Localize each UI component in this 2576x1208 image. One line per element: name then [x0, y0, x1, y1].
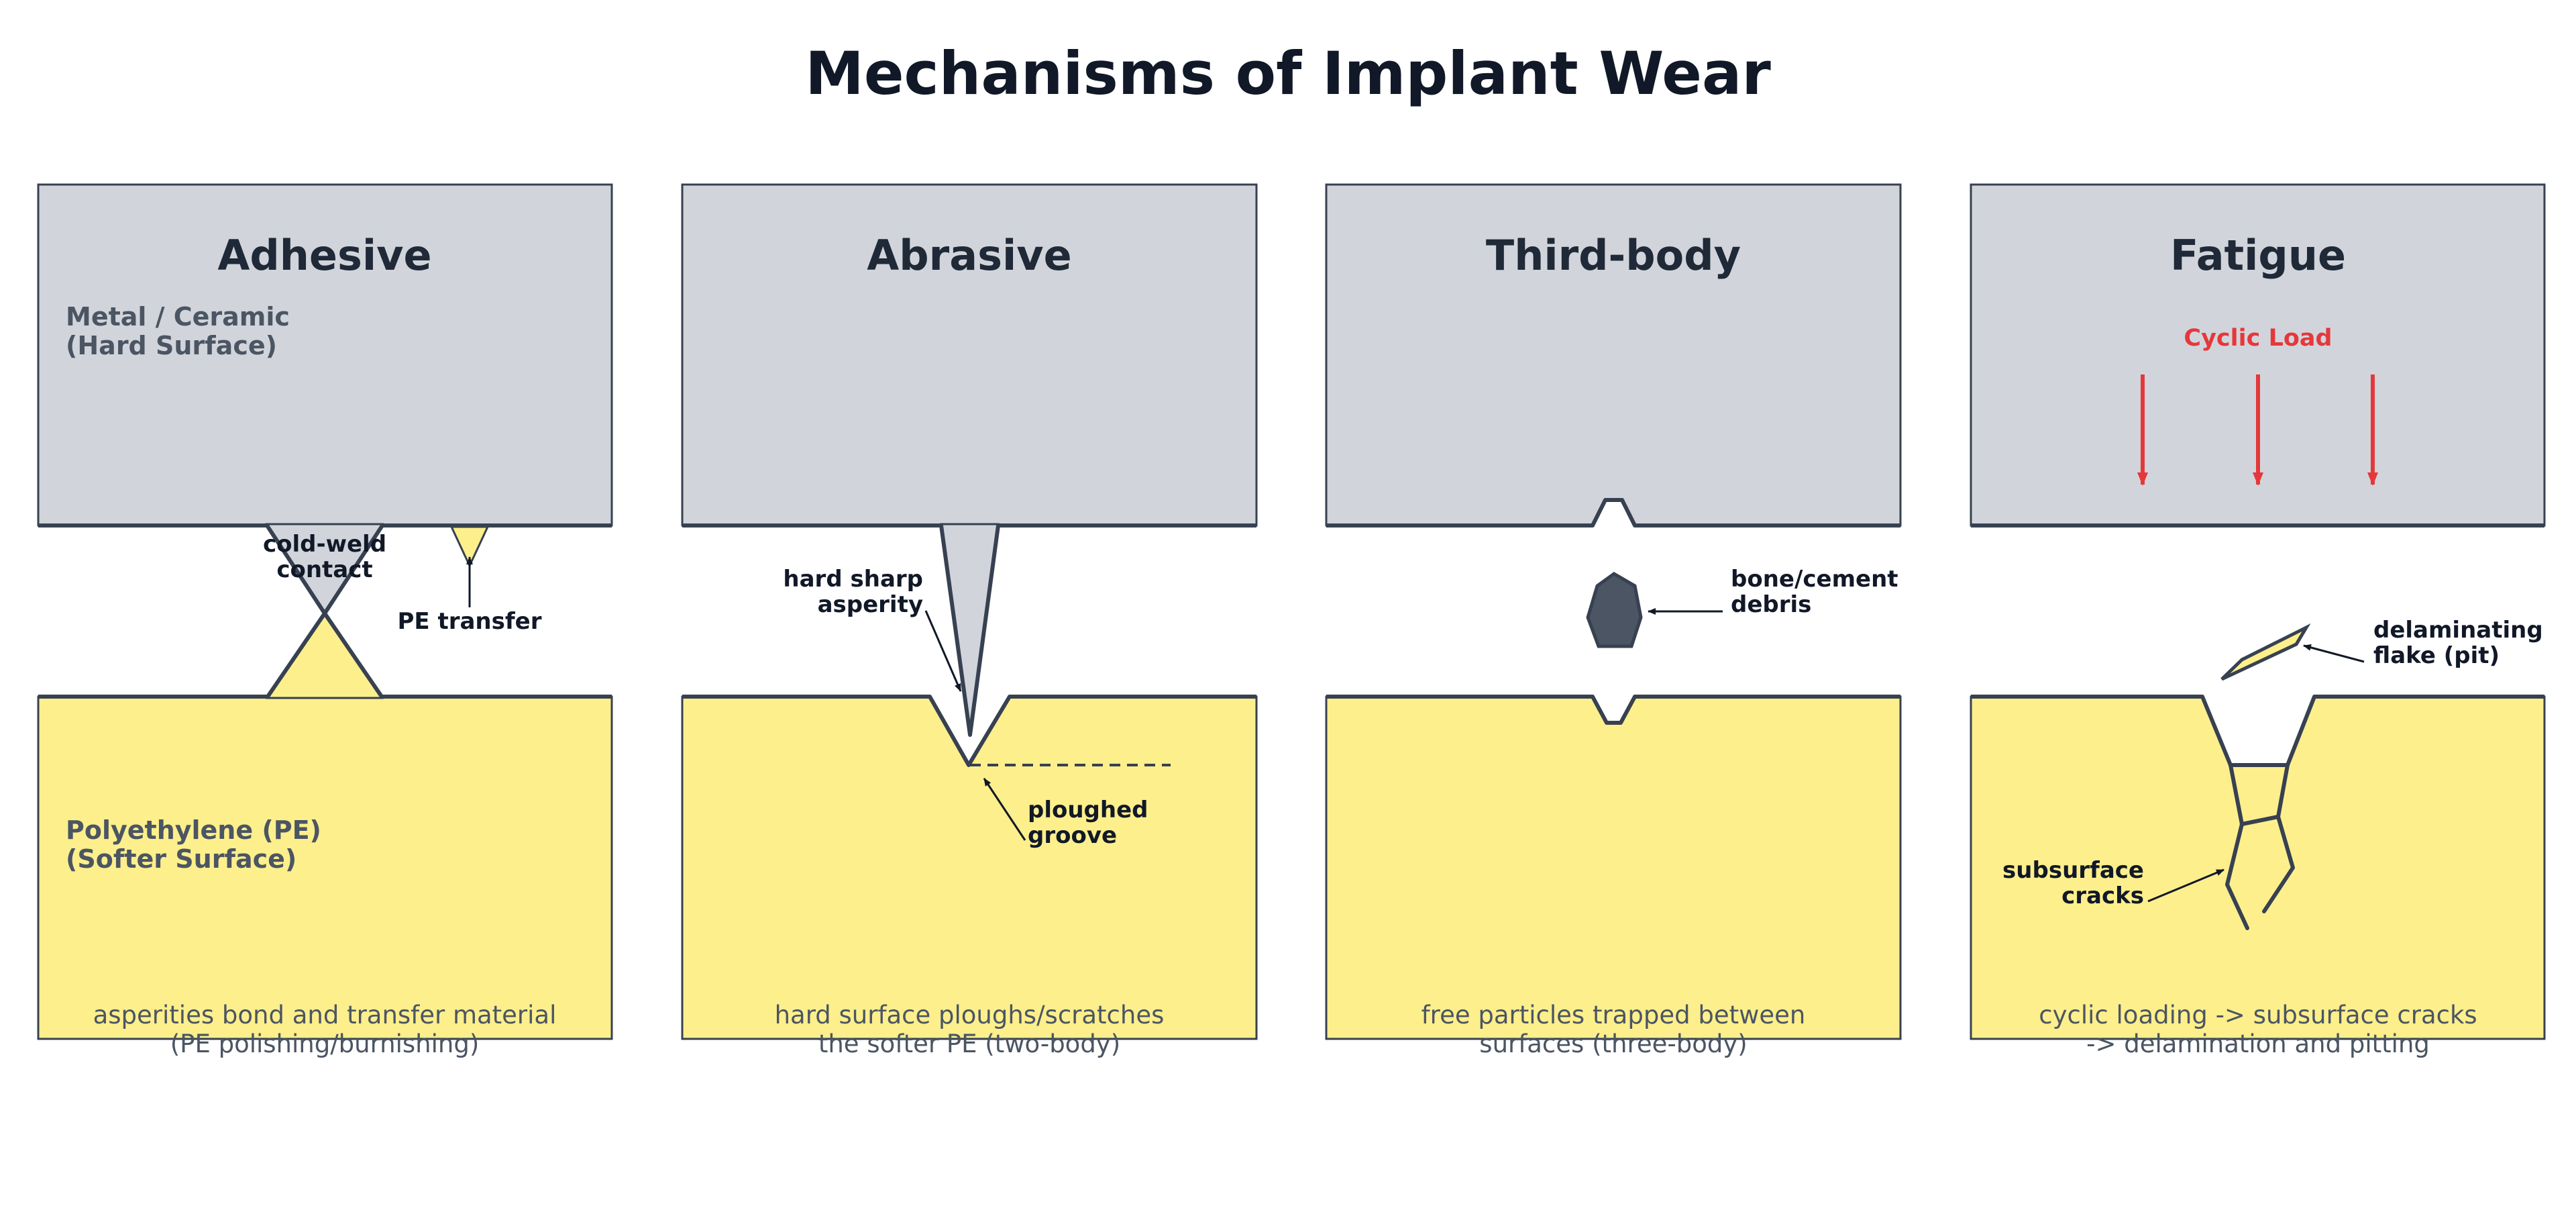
panel-fatigue: Fatigue Cyclic Load delaminating flake (…	[1970, 183, 2546, 1058]
panel-caption: cyclic loading -> subsurface cracks	[2039, 1001, 2477, 1029]
subsurface-crack-bridge	[2240, 815, 2280, 826]
panel-caption-2: the softer PE (two-body)	[818, 1029, 1120, 1058]
panel-caption-2: -> delamination and pitting	[2086, 1029, 2430, 1058]
cracks-label: subsurface	[2002, 857, 2144, 884]
panel-title: Adhesive	[217, 231, 431, 280]
subsurface-crack-right	[2262, 763, 2295, 913]
delaminating-flake	[2220, 623, 2311, 681]
panel-caption: free particles trapped between	[1421, 1001, 1806, 1029]
debris-particle	[1586, 572, 1643, 648]
debris-label-2: debris	[1731, 591, 1811, 618]
asperity-label-2: asperity	[818, 591, 923, 618]
soft-surface-edge	[682, 695, 1256, 767]
soft-surface-sublabel: (Softer Surface)	[66, 844, 297, 874]
contact-label-2: contact	[276, 556, 372, 583]
hard-surface-block	[681, 183, 1258, 527]
panel-third-body: Third-body bone/cement debris free parti…	[1325, 183, 1902, 1058]
pe-transfer-label: PE transfer	[397, 608, 541, 635]
cracks-label-2: cracks	[2061, 883, 2144, 909]
panel-adhesive: Adhesive Metal / Ceramic (Hard Surface) …	[37, 183, 613, 1058]
hard-surface-sublabel: (Hard Surface)	[66, 331, 277, 360]
asperity-label: hard sharp	[783, 566, 923, 593]
diagram-title: Mechanisms of Implant Wear	[805, 39, 1771, 108]
soft-surface-block	[37, 695, 613, 1040]
transferred-pe-fragment	[449, 525, 490, 568]
flake-label-2: flake (pit)	[2373, 642, 2500, 669]
debris-label: bone/cement	[1731, 566, 1898, 593]
hard-surface-edge	[1326, 498, 1900, 527]
soft-surface-label: Polyethylene (PE)	[66, 815, 321, 845]
panel-title: Fatigue	[2170, 231, 2346, 280]
subsurface-crack-left	[2225, 763, 2249, 930]
cracks-pointer	[2147, 868, 2224, 903]
panel-title: Abrasive	[867, 231, 1071, 280]
soft-surface-edge	[1971, 695, 2544, 767]
hard-surface-block	[37, 183, 613, 527]
hard-surface-label: Metal / Ceramic	[66, 302, 290, 332]
soft-asperity	[266, 611, 384, 699]
panel-title: Third-body	[1486, 231, 1741, 280]
flake-pointer	[2303, 644, 2365, 663]
groove-label-2: groove	[1028, 822, 1117, 849]
asperity-pointer	[924, 610, 962, 692]
groove-pointer	[983, 778, 1026, 841]
soft-surface-edge	[1326, 695, 1900, 725]
delamination-pit	[2201, 695, 2314, 767]
panel-caption-2: surfaces (three-body)	[1479, 1029, 1747, 1058]
soft-surface-pit	[1592, 695, 1635, 723]
panel-caption: asperities bond and transfer material	[93, 1001, 557, 1029]
soft-surface-edge	[38, 611, 612, 699]
groove-label: ploughed	[1028, 797, 1148, 823]
flake-label: delaminating	[2373, 617, 2543, 644]
soft-surface-block	[1325, 695, 1902, 1040]
panel-caption: hard surface ploughs/scratches	[775, 1001, 1165, 1029]
cyclic-load-label: Cyclic Load	[2184, 325, 2332, 352]
hard-surface-edge	[682, 523, 1256, 737]
panel-abrasive: Abrasive hard sharp asperity ploughed gr…	[681, 183, 1258, 1058]
contact-label: cold-weld	[263, 531, 386, 558]
hard-surface-block	[1325, 183, 1902, 527]
panel-caption-2: (PE polishing/burnishing)	[170, 1029, 480, 1058]
